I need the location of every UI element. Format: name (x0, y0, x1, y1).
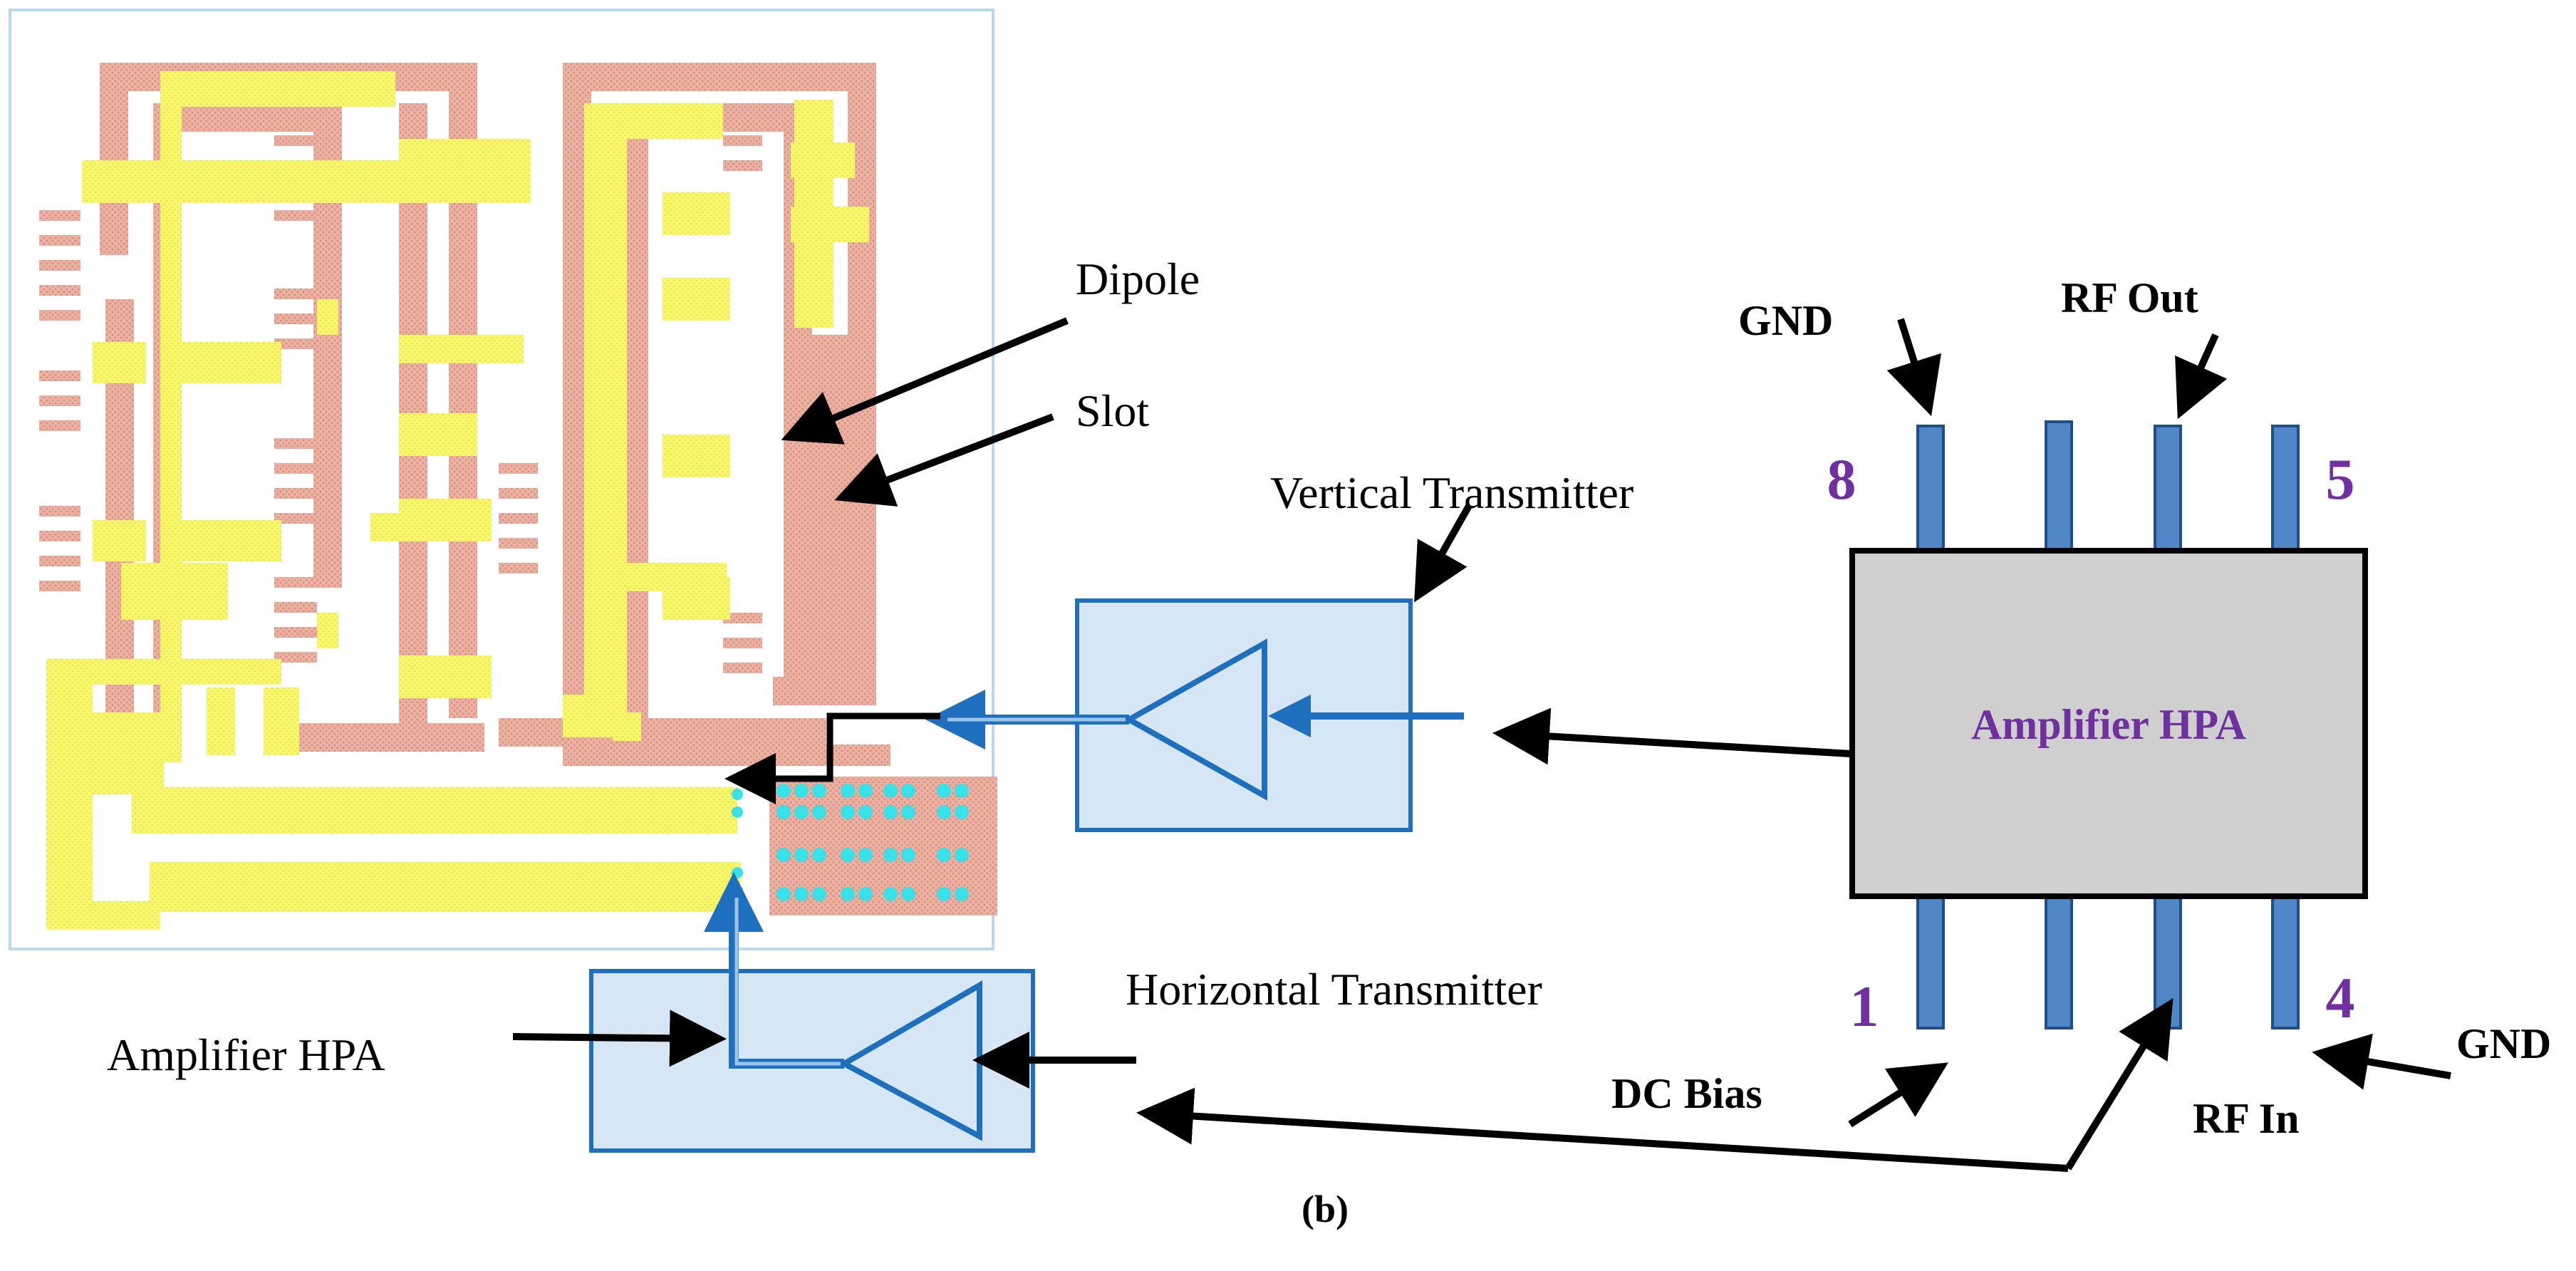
pin-top-8 (1916, 425, 1945, 552)
antenna-layout (9, 9, 997, 950)
pin-top-6 (2154, 425, 2182, 552)
pin-bottom-4 (2271, 895, 2300, 1029)
gnd-top-label: GND (1738, 297, 1833, 344)
pin-bottom-2 (2045, 895, 2073, 1029)
dc-bias-arrow (1848, 1062, 1948, 1128)
gnd-bottom-arrow (2312, 1033, 2451, 1090)
pin-number-4: 4 (2326, 965, 2355, 1030)
slot-pointer (834, 413, 1054, 507)
rf-in-label: RF In (2193, 1095, 2299, 1142)
rf-out-arrow (2175, 333, 2228, 420)
dipole-label: Dipole (1076, 254, 1200, 304)
pin-top-7 (2045, 420, 2073, 551)
chip-to-vertical-arrow (1492, 707, 1852, 765)
rf-out-label: RF Out (2061, 274, 2198, 321)
gnd-bottom-label: GND (2456, 1020, 2551, 1067)
horizontal-transmitter (589, 872, 1035, 1153)
vertical-transmitter-pointer (1414, 504, 1473, 603)
arrows (512, 317, 2451, 1172)
chip-label: Amplifier HPA (1971, 701, 2246, 748)
vertical-feed-wire (724, 712, 940, 804)
pin-bottom-1 (1916, 895, 1945, 1029)
dipole-pointer (781, 317, 1069, 445)
dipole-layer (46, 71, 869, 930)
via-array (732, 784, 969, 901)
amplifier-hpa-input-arrow (512, 1010, 727, 1067)
pin-number-5: 5 (2326, 447, 2355, 512)
pin-number-1: 1 (1850, 974, 1879, 1039)
vertical-transmitter-label: Vertical Transmitter (1270, 467, 1634, 518)
figure-caption: (b) (1302, 1188, 1349, 1230)
dc-bias-label: DC Bias (1611, 1070, 1762, 1117)
slot-label: Slot (1076, 385, 1149, 436)
rf-in-feed-line (1136, 1087, 2069, 1172)
horizontal-transmitter-label: Horizontal Transmitter (1126, 964, 1542, 1015)
chip-body (1849, 548, 2368, 899)
vertical-amplifier-triangle (1123, 638, 1267, 801)
gnd-top-arrow (1886, 318, 1942, 417)
pin-number-8: 8 (1827, 447, 1856, 512)
amplifier-hpa-left-label: Amplifier HPA (107, 1029, 385, 1080)
amplifier-chip: Amplifier HPA 8 5 1 4 (1827, 420, 2368, 1039)
vertical-transmitter (925, 598, 1464, 832)
pin-bottom-3 (2154, 895, 2182, 1029)
rf-in-to-horizontal-arrow (2065, 997, 2174, 1171)
pin-top-5 (2271, 425, 2300, 552)
